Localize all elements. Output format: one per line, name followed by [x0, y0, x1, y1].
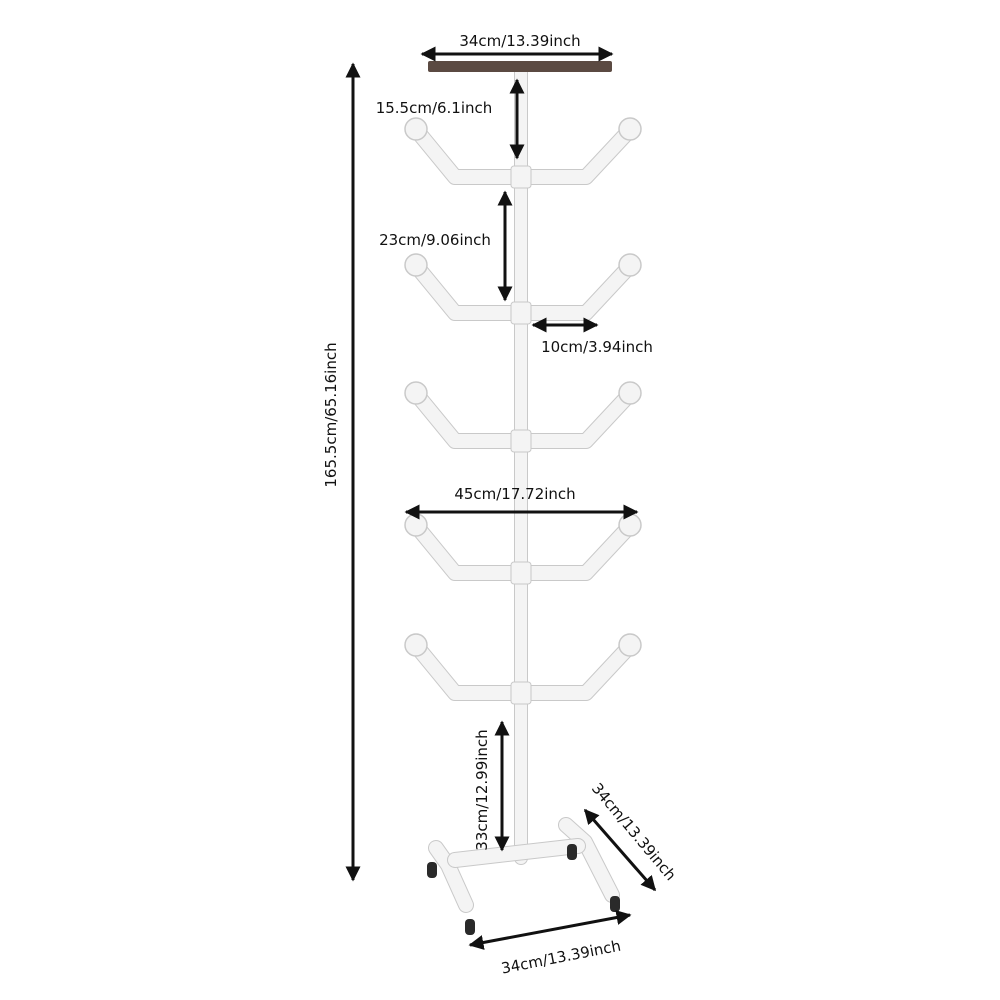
arm-length-label: 10cm/3.94inch [541, 338, 653, 356]
base-depth-arrow [583, 808, 657, 892]
base-crossbar [448, 839, 585, 867]
base-height-label: 33cm/12.99inch [473, 729, 491, 850]
total-height-label: 165.5cm/65.16inch [322, 342, 340, 487]
arm-end-ball [618, 253, 642, 277]
cross-fitting [510, 429, 532, 453]
caster-wheel [427, 862, 437, 878]
base-left-leg [429, 841, 473, 912]
arm-end-ball [404, 633, 428, 657]
base-width-arrow [468, 910, 632, 950]
arm-end-ball [404, 513, 428, 537]
cross-fitting [510, 681, 532, 705]
cross-fitting [510, 301, 532, 325]
caster-wheel [610, 896, 620, 912]
top-gap-label: 15.5cm/6.1inch [376, 99, 493, 117]
arm-end-ball [404, 117, 428, 141]
caster-wheel [567, 844, 577, 860]
arm-end-ball [618, 633, 642, 657]
arm-end-ball [618, 381, 642, 405]
total-width-label: 45cm/17.72inch [454, 485, 575, 503]
cross-fitting [510, 165, 532, 189]
top-width-label: 34cm/13.39inch [459, 32, 580, 50]
wooden-top [428, 61, 612, 72]
caster-wheel [465, 919, 475, 935]
arm-end-ball [618, 513, 642, 537]
base-width-label: 34cm/13.39inch [500, 937, 623, 978]
cross-fitting [510, 561, 532, 585]
tier-spacing-label: 23cm/9.06inch [379, 231, 491, 249]
arm-end-ball [404, 381, 428, 405]
shoe-rack-illustration [404, 61, 642, 935]
arm-end-ball [618, 117, 642, 141]
arm-end-ball [404, 253, 428, 277]
